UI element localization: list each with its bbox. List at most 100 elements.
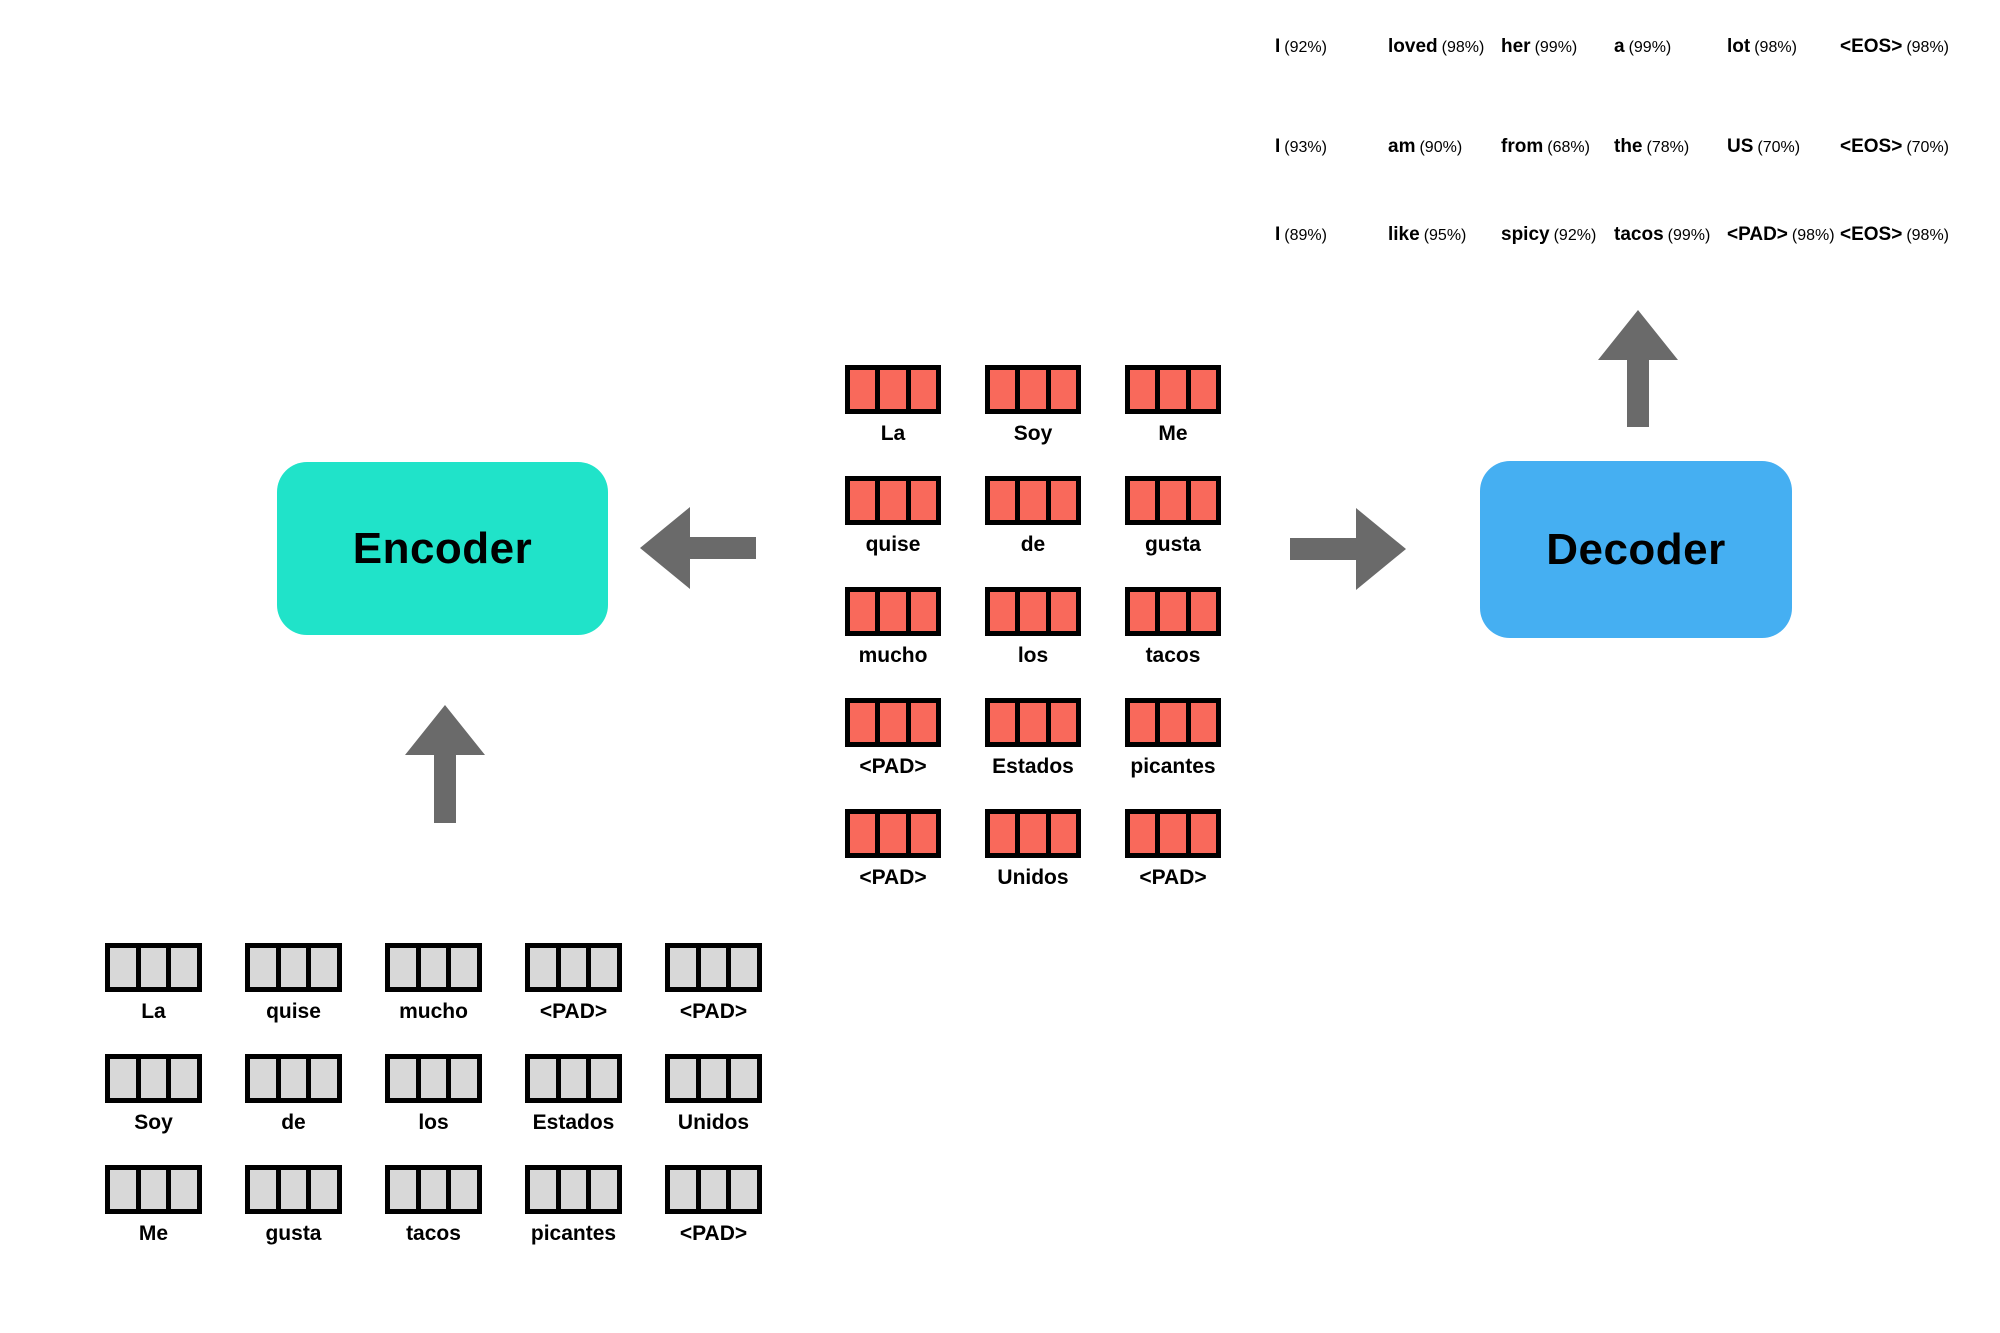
output-token: her(99%) [1501,36,1614,58]
token: quise [245,943,342,1054]
output-token: <EOS>(98%) [1840,36,1949,58]
vector-cell [390,1170,416,1209]
token-label: quise [266,1000,321,1023]
arrow-up-out-of-decoder-icon [1598,310,1678,432]
token-label: Soy [134,1111,173,1134]
output-probability: (99%) [1628,39,1672,56]
vector-cell [1015,703,1046,742]
vector-cell [850,481,876,520]
output-word: I [1275,224,1281,245]
output-word: I [1275,136,1281,157]
arrow-right-into-decoder-icon [1290,508,1406,595]
embedding-vector [985,809,1081,858]
vector-cell [530,1059,556,1098]
vector-cell [135,1059,167,1098]
vector-cell [555,1170,587,1209]
input-vector [525,1054,622,1103]
token: Me [105,1165,202,1276]
vector-cell [275,1170,307,1209]
token: Soy [985,365,1081,476]
vector-cell [1015,592,1046,631]
output-probability: (98%) [1791,227,1835,244]
token: picantes [1125,698,1221,809]
vector-cell [166,1170,198,1209]
token-label: Unidos [677,1111,750,1134]
vector-cell [726,948,758,987]
vector-cell [1155,592,1186,631]
vector-cell [110,948,136,987]
vector-cell [166,948,198,987]
vector-cell [990,703,1016,742]
vector-cell [875,703,906,742]
vector-cell [586,1059,618,1098]
vector-cell [850,703,876,742]
token-label: los [418,1111,449,1134]
embedding-vector [845,476,941,525]
output-token: I(92%) [1275,36,1388,58]
vector-cell [905,370,936,409]
input-vector [105,1054,202,1103]
output-token: <PAD>(98%) [1727,224,1840,246]
input-vector [245,1165,342,1214]
output-probability: (98%) [1754,39,1797,56]
output-token: I(93%) [1275,136,1388,158]
vector-cell [390,1059,416,1098]
vector-cell [110,1170,136,1209]
input-vector [385,943,482,992]
input-vector [525,943,622,992]
output-word: tacos [1614,224,1664,245]
token: Estados [985,698,1081,809]
output-word: her [1501,36,1531,57]
embedding-vector [845,809,941,858]
output-probability: (98%) [1906,227,1950,244]
token: <PAD> [845,698,941,809]
output-token: the(78%) [1614,136,1727,158]
token-label: Estados [992,755,1074,778]
token: Soy [105,1054,202,1165]
vector-cell [695,1059,727,1098]
vector-cell [250,948,276,987]
vector-cell [1185,370,1216,409]
vector-cell [670,1059,696,1098]
output-probability: (92%) [1553,227,1597,244]
vector-cell [306,1170,338,1209]
vector-cell [670,1170,696,1209]
vector-cell [306,1059,338,1098]
output-probability: (78%) [1646,139,1690,156]
vector-cell [555,948,587,987]
encoder-label: Encoder [352,523,533,573]
output-probability: (93%) [1284,139,1327,156]
token-label: La [141,1000,166,1023]
token-label: de [1020,533,1046,556]
vector-cell [446,1170,478,1209]
token-label: Unidos [997,866,1069,889]
token-label: Estados [532,1111,615,1134]
vector-cell [1185,814,1216,853]
output-token: <EOS>(70%) [1840,136,1949,158]
token-label: <PAD> [539,1000,608,1023]
token-label: tacos [406,1222,461,1245]
token: <PAD> [845,809,941,920]
vector-cell [275,948,307,987]
vector-cell [726,1170,758,1209]
vector-cell [1015,481,1046,520]
token-label: <PAD> [679,1000,748,1023]
token-label: mucho [858,644,928,667]
output-probability: (95%) [1423,227,1467,244]
embedding-vector [985,698,1081,747]
vector-cell [875,814,906,853]
output-token: spicy(92%) [1501,224,1614,246]
vector-cell [415,1170,447,1209]
vector-cell [1185,703,1216,742]
vector-cell [850,814,876,853]
vector-cell [875,481,906,520]
output-token: lot(98%) [1727,36,1840,58]
vector-cell [1015,370,1046,409]
vector-cell [990,481,1016,520]
token-label: gusta [1144,533,1201,556]
token: tacos [1125,587,1221,698]
token-label: los [1017,644,1049,667]
token: gusta [245,1165,342,1276]
output-token: I(89%) [1275,224,1388,246]
